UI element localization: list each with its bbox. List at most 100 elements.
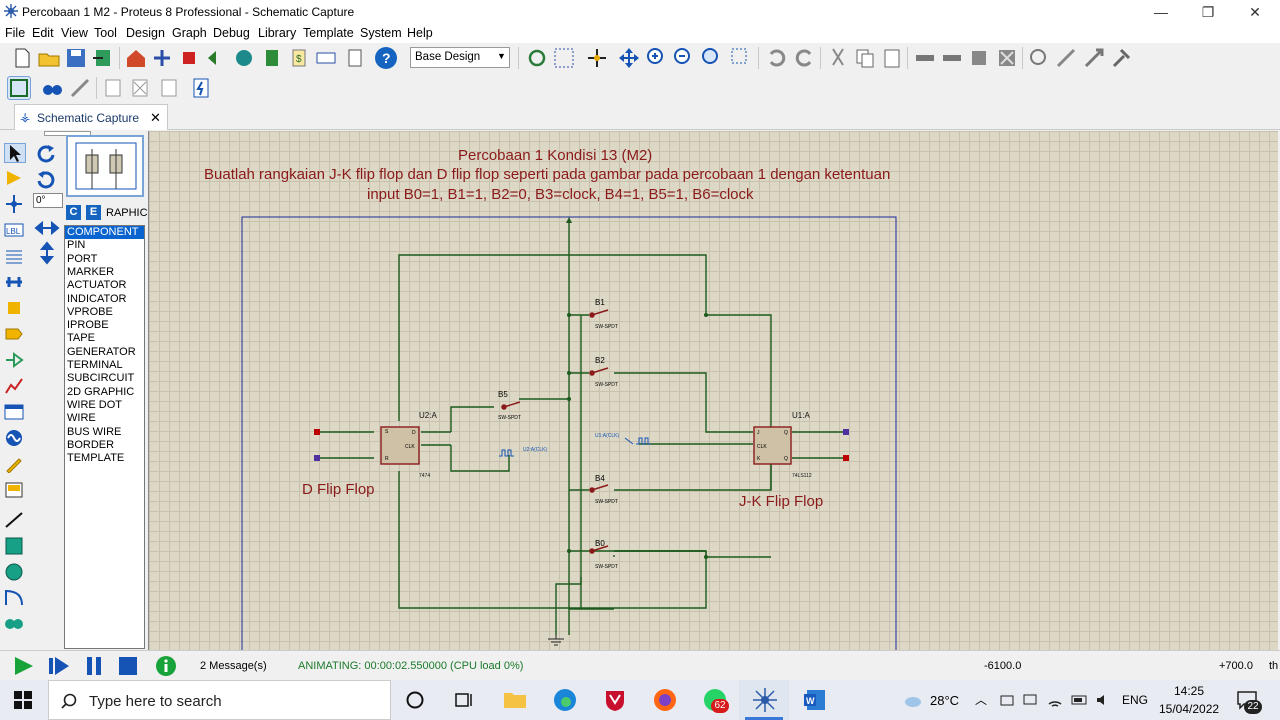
rotation-angle-field[interactable]: 0° — [33, 193, 63, 208]
undo-icon[interactable] — [765, 46, 789, 70]
menu-system[interactable]: System — [360, 26, 402, 40]
block-move-icon[interactable] — [940, 46, 964, 70]
components-mode-button[interactable]: C — [66, 205, 81, 220]
step-button[interactable] — [47, 656, 71, 679]
menu-graph[interactable]: Graph — [172, 26, 207, 40]
generator-icon[interactable] — [4, 429, 26, 449]
voltage-probe-icon[interactable] — [4, 455, 26, 475]
bom-icon[interactable] — [260, 46, 284, 70]
rotate-anticlockwise-icon[interactable] — [34, 169, 60, 191]
virtual-instrument-icon[interactable] — [4, 481, 26, 501]
list-item[interactable]: TEMPLATE — [67, 452, 125, 465]
selection-mode-icon[interactable] — [4, 143, 26, 163]
weather-temperature[interactable]: 28°C — [930, 693, 960, 708]
menu-edit[interactable]: Edit — [32, 26, 54, 40]
new-file-icon[interactable] — [10, 46, 34, 70]
list-item[interactable]: ACTUATOR — [67, 279, 127, 292]
refresh-icon[interactable] — [525, 46, 549, 70]
battery-icon[interactable] — [1071, 692, 1089, 711]
proteus-taskbar-app[interactable] — [739, 680, 789, 720]
cut-icon[interactable] — [826, 46, 850, 70]
line-tool-icon[interactable] — [4, 511, 26, 531]
zoom-out-icon[interactable] — [672, 46, 696, 70]
menu-design[interactable]: Design — [126, 26, 165, 40]
list-item[interactable]: WIRE — [67, 412, 96, 425]
tape-recorder-icon[interactable] — [4, 403, 26, 423]
property-assign-icon[interactable] — [68, 76, 92, 100]
wifi-icon[interactable] — [1047, 692, 1063, 711]
menu-debug[interactable]: Debug — [213, 26, 250, 40]
notes-icon[interactable] — [343, 46, 367, 70]
library-mode-button[interactable]: E — [86, 205, 101, 220]
arc-tool-icon[interactable] — [4, 589, 26, 609]
source-code-icon[interactable] — [314, 46, 338, 70]
electrical-rules-icon[interactable] — [189, 76, 213, 100]
list-item[interactable]: MARKER — [67, 265, 115, 278]
display-icon[interactable] — [1022, 692, 1038, 711]
list-item[interactable]: GENERATOR — [67, 345, 136, 358]
block-delete-icon[interactable] — [995, 46, 1019, 70]
paste-icon[interactable] — [880, 46, 904, 70]
network-icon[interactable] — [999, 692, 1015, 711]
design-select[interactable]: Base Design ▼ — [410, 47, 510, 68]
firefox-icon[interactable] — [653, 688, 677, 715]
pause-button[interactable] — [84, 656, 104, 679]
wire-autorouter-icon[interactable] — [7, 76, 31, 100]
component-mode-icon[interactable] — [4, 169, 26, 189]
wire-label-icon[interactable]: LBL — [4, 221, 26, 241]
grid-toggle-icon[interactable] — [552, 46, 576, 70]
menu-template[interactable]: Template — [303, 26, 354, 40]
list-item[interactable]: TAPE — [67, 332, 95, 345]
word-icon[interactable]: W — [803, 688, 827, 715]
zoom-area-icon[interactable] — [729, 46, 753, 70]
tab-close-icon[interactable]: ✕ — [150, 110, 161, 125]
block-rotate-icon[interactable] — [967, 46, 991, 70]
list-item[interactable]: IPROBE — [67, 319, 109, 332]
play-button[interactable] — [12, 656, 36, 679]
chevron-up-icon[interactable]: ︿ — [975, 693, 988, 707]
open-folder-icon[interactable] — [37, 46, 61, 70]
gerber-icon[interactable] — [204, 46, 228, 70]
schematic-canvas[interactable]: Percobaan 1 Kondisi 13 (M2) Buatlah rang… — [148, 131, 1278, 650]
overview-preview[interactable] — [66, 135, 144, 197]
junction-dot-icon[interactable] — [4, 195, 26, 215]
maximize-button[interactable]: ❐ — [1201, 4, 1215, 20]
new-sheet-icon[interactable] — [101, 76, 125, 100]
list-item[interactable]: PIN — [67, 239, 86, 252]
cost-icon[interactable]: $ — [287, 46, 311, 70]
list-item[interactable]: PORT — [67, 252, 98, 265]
help-icon[interactable]: ? — [374, 46, 398, 70]
copy-icon[interactable] — [853, 46, 877, 70]
list-item[interactable]: SUBCIRCUIT — [67, 372, 135, 385]
mirror-vertical-icon[interactable] — [34, 241, 60, 265]
clock-time[interactable]: 14:25 — [1174, 684, 1205, 698]
stop-button[interactable] — [118, 656, 138, 679]
exit-to-parent-icon[interactable] — [157, 76, 181, 100]
zoom-in-icon[interactable] — [645, 46, 669, 70]
list-item[interactable]: BORDER — [67, 438, 115, 451]
pcb-icon[interactable] — [177, 46, 201, 70]
close-button[interactable]: ✕ — [1249, 4, 1261, 20]
list-item[interactable]: BUS WIRE — [67, 425, 122, 438]
list-item[interactable]: INDICATOR — [67, 292, 127, 305]
device-pin-icon[interactable] — [4, 351, 26, 371]
text-script-icon[interactable] — [4, 247, 26, 267]
windows-start-icon[interactable] — [14, 691, 32, 712]
menu-view[interactable]: View — [61, 26, 88, 40]
menu-library[interactable]: Library — [258, 26, 297, 40]
clock-date[interactable]: 15/04/2022 — [1159, 702, 1220, 716]
list-item[interactable]: TERMINAL — [67, 359, 123, 371]
save-icon[interactable] — [64, 46, 88, 70]
packaging-tool-icon[interactable] — [1082, 46, 1106, 70]
bus-icon[interactable] — [4, 273, 26, 293]
file-explorer-icon[interactable] — [503, 688, 527, 713]
make-device-icon[interactable] — [1054, 46, 1078, 70]
origin-icon[interactable] — [585, 46, 609, 70]
list-item[interactable]: WIRE DOT — [67, 398, 122, 411]
import-icon[interactable] — [91, 46, 115, 70]
task-view-icon[interactable] — [453, 690, 475, 713]
search-tag-icon[interactable] — [40, 76, 64, 100]
graph-icon[interactable] — [4, 377, 26, 397]
pick-device-icon[interactable] — [1027, 46, 1051, 70]
box-tool-icon[interactable] — [4, 537, 26, 557]
